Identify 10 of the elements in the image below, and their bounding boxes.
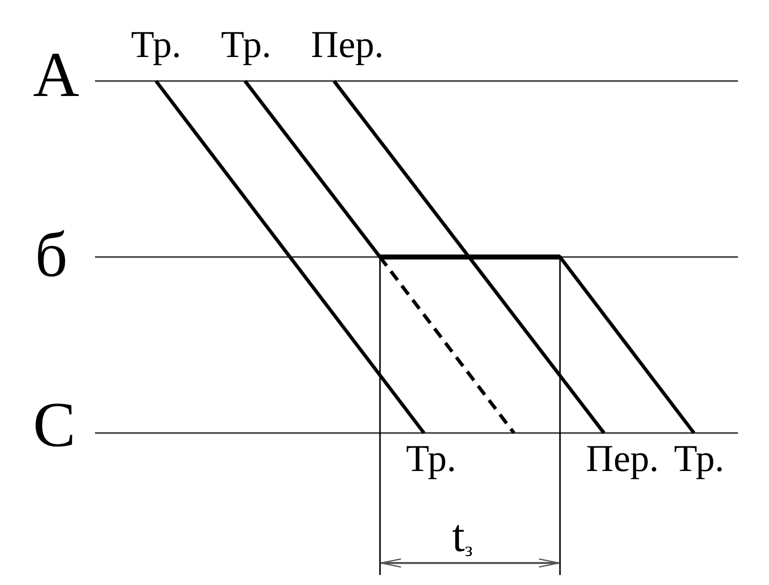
station-label: А [33,43,80,107]
train-label: Пер. [586,440,659,478]
train-label: Пер. [311,26,384,64]
dimension-label: t$_{з}$ [452,513,473,559]
station-label: б [35,223,68,287]
station-label: С [33,393,76,457]
train-label: Тр. [674,440,724,478]
train-label: Тр. [406,440,456,478]
train-label: Тр. [131,26,182,64]
train-label: Тр. [221,26,272,64]
